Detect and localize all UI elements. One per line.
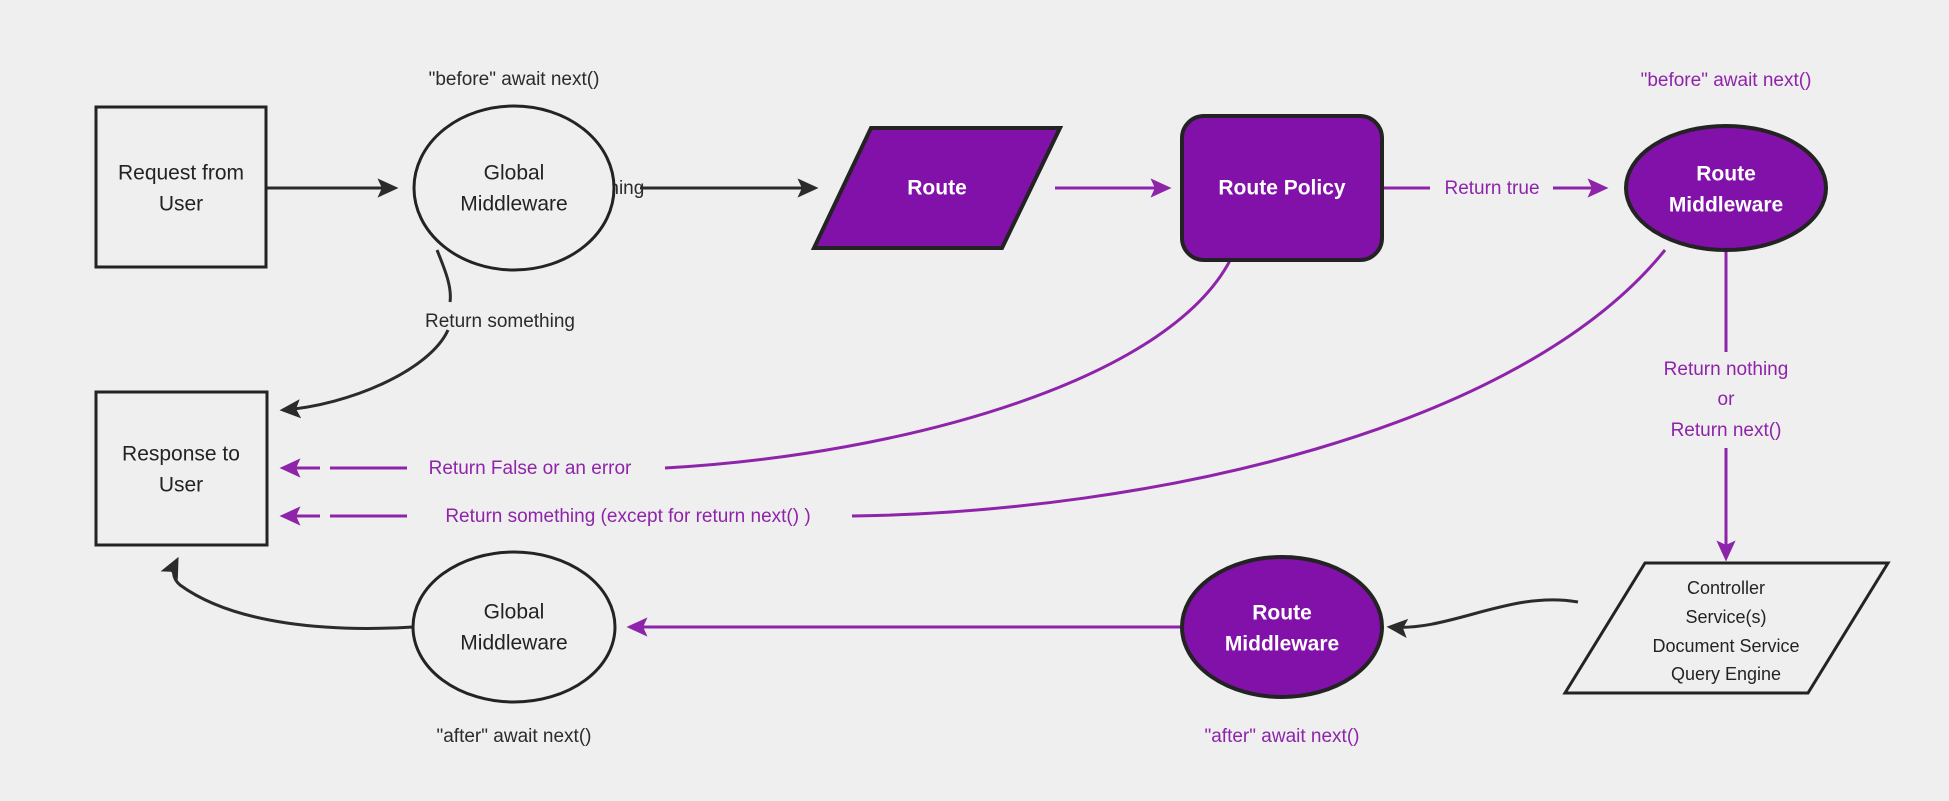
edge-label-return-next: Return next() [1671,420,1782,441]
node-controller-label-line4: Query Engine [1671,664,1781,684]
edge-route-policy-return-false: Return False or an error [279,249,1237,479]
edge-label-return-something-except-next: Return something (except for return next… [445,506,810,527]
edge-route-middleware-to-controller: Return nothing or Return next() [1664,250,1789,562]
edge-label-or: or [1718,389,1736,410]
node-global-middleware-top-label-line2: Middleware [460,193,567,216]
node-global-middleware-bottom-label-line1: Global [484,601,545,624]
node-controller-services[interactable]: Controller Service(s) Document Service Q… [1562,561,1891,695]
node-request-from-user[interactable]: Request from User [94,105,268,269]
node-global-middleware-top[interactable]: Global Middleware [412,104,616,272]
node-route-policy-label: Route Policy [1218,177,1346,200]
annotation-after-await-next-global: "after" await next() [437,726,592,747]
edge-route-policy-return-true: Return true [1381,178,1609,199]
node-controller-label-line1: Controller [1687,578,1765,598]
node-response-label-line1: Response to [122,443,240,466]
edge-label-return-true: Return true [1444,178,1539,199]
annotation-before-await-next-global: "before" await next() [429,69,600,90]
node-route-middleware-bottom[interactable]: Route Middleware [1180,555,1384,699]
edge-label-return-false-or-error: Return False or an error [429,458,632,479]
node-route-policy[interactable]: Route Policy [1180,114,1384,262]
annotation-before-await-next-route-middleware: "before" await next() [1641,70,1812,91]
node-controller-label-line3: Document Service [1652,636,1799,656]
node-controller-label-line2: Service(s) [1685,607,1766,627]
node-route[interactable]: Route [810,126,1064,250]
node-response-to-user[interactable]: Response to User [94,390,269,547]
annotation-after-await-next-route-middleware: "after" await next() [1205,726,1360,747]
node-global-middleware-top-label-line1: Global [484,162,545,185]
node-route-label: Route [907,177,967,200]
node-request-label-line1: Request from [118,162,244,185]
edge-route-middleware-return-something: Return something (except for return next… [279,249,1667,527]
edge-global-middleware-bottom-to-response [160,556,414,630]
edge-controller-to-route-middleware-bottom [1386,598,1579,639]
edge-label-return-nothing-down: Return nothing [1664,359,1789,380]
node-global-middleware-bottom-label-line2: Middleware [460,632,567,655]
node-route-middleware-bottom-label-line2: Middleware [1225,633,1339,656]
node-global-middleware-bottom[interactable]: Global Middleware [411,550,617,704]
node-route-middleware-top[interactable]: Route Middleware [1624,124,1828,252]
node-route-middleware-bottom-label-line1: Route [1252,602,1312,625]
node-route-middleware-top-label-line1: Route [1696,163,1756,186]
node-route-middleware-top-label-line2: Middleware [1669,194,1783,217]
node-request-label-line2: User [159,193,203,216]
edge-global-middleware-return-something: Return something [279,249,575,419]
edge-label-return-something: Return something [425,311,575,332]
node-response-label-line2: User [159,474,203,497]
